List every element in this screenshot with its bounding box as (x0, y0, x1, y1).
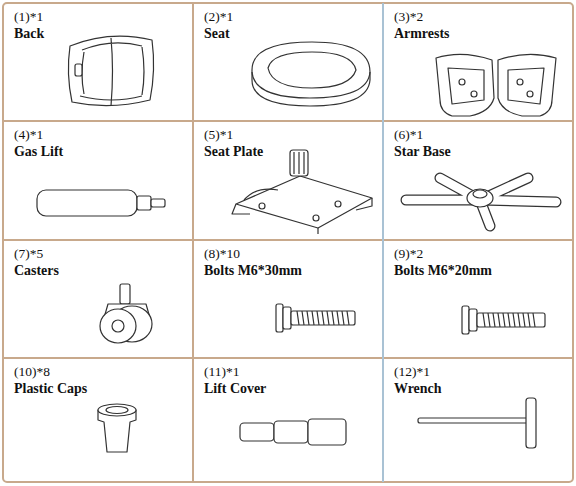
grid-line (382, 3, 384, 482)
armrest-left-inner (448, 68, 484, 104)
plastic-cap-top (98, 404, 136, 416)
bolt-shank (291, 311, 355, 325)
quantity-label: (12)*1 (394, 364, 572, 380)
part-name: Seat (204, 25, 382, 42)
part-name: Back (14, 25, 192, 42)
star-base (406, 178, 556, 226)
caster-stem (120, 284, 130, 304)
seat-cushion (252, 42, 370, 106)
seat-plate-hole (313, 215, 319, 221)
lift-cover-section (240, 423, 274, 441)
wrench-handle (526, 398, 536, 448)
part-name: Gas Lift (14, 143, 192, 160)
part-name: Seat Plate (204, 143, 382, 160)
quantity-label: (8)*10 (204, 246, 382, 262)
quantity-label: (2)*1 (204, 9, 382, 25)
quantity-label: (6)*1 (394, 127, 572, 143)
part-name: Casters (14, 262, 192, 279)
seat-plate-body (236, 176, 372, 228)
bolt-head (276, 304, 283, 332)
bolt-head (469, 309, 477, 331)
back-seam (80, 38, 144, 106)
quantity-label: (10)*8 (14, 364, 192, 380)
part-cell: (3)*2Armrests (384, 4, 572, 120)
armrest-hole (471, 91, 477, 97)
lift-cover-section (308, 419, 346, 445)
gas-lift-pin (151, 199, 165, 207)
part-cell: (11)*1Lift Cover (194, 359, 382, 481)
part-name: Star Base (394, 143, 572, 160)
part-name: Bolts M6*30mm (204, 262, 382, 279)
seat-plate-hole (259, 203, 265, 209)
part-cell: (10)*8Plastic Caps (4, 359, 192, 481)
armrest-hole (517, 79, 523, 85)
caster-hub (112, 320, 124, 332)
armrest-left (436, 54, 494, 116)
gas-lift-body (37, 190, 137, 216)
bolt-shank (477, 313, 545, 327)
part-cell: (6)*1Star Base (384, 122, 572, 239)
quantity-label: (1)*1 (14, 9, 192, 25)
armrest-right (498, 54, 556, 116)
part-cell: (12)*1Wrench (384, 359, 572, 481)
part-cell: (7)*5Casters (4, 241, 192, 357)
back-cushion (68, 36, 153, 105)
armrest-hole (527, 91, 533, 97)
part-cell: (1)*1Back (4, 4, 192, 120)
bolt-thread (297, 311, 349, 325)
grid-frame (3, 3, 573, 482)
bolt-head (462, 306, 469, 334)
part-name: Armrests (394, 25, 572, 42)
part-cell: (5)*1Seat Plate (194, 122, 382, 239)
seat-plate-knob (290, 150, 308, 176)
back-tab (75, 64, 82, 76)
seat-plate-knob-ridges (294, 152, 304, 174)
part-cell: (9)*2Bolts M6*20mm (384, 241, 572, 357)
armrest-hole (459, 79, 465, 85)
quantity-label: (9)*2 (394, 246, 572, 262)
part-name: Bolts M6*20mm (394, 262, 572, 279)
quantity-label: (7)*5 (14, 246, 192, 262)
bolt-thread (483, 313, 535, 327)
quantity-label: (4)*1 (14, 127, 192, 143)
part-cell: (2)*1Seat (194, 4, 382, 120)
armrest-right-inner (508, 68, 544, 104)
plastic-cap-inner (106, 407, 128, 414)
seat-plate-lever (244, 189, 278, 200)
quantity-label: (11)*1 (204, 364, 382, 380)
part-name: Lift Cover (204, 380, 382, 397)
part-name: Wrench (394, 380, 572, 397)
grid-lines (3, 3, 573, 482)
wrench-shaft (418, 418, 528, 423)
gas-lift-collar (137, 196, 151, 210)
part-name: Plastic Caps (14, 380, 192, 397)
seat-top (252, 52, 370, 98)
quantity-label: (3)*2 (394, 9, 572, 25)
seat-plate-arms (232, 198, 372, 234)
seat-plate-hole (335, 201, 341, 207)
caster-wheel (100, 309, 136, 343)
part-cell: (8)*10Bolts M6*30mm (194, 241, 382, 357)
quantity-label: (5)*1 (204, 127, 382, 143)
lift-cover-section (274, 421, 308, 443)
part-cell: (4)*1Gas Lift (4, 122, 192, 239)
bolt-head (283, 307, 291, 329)
